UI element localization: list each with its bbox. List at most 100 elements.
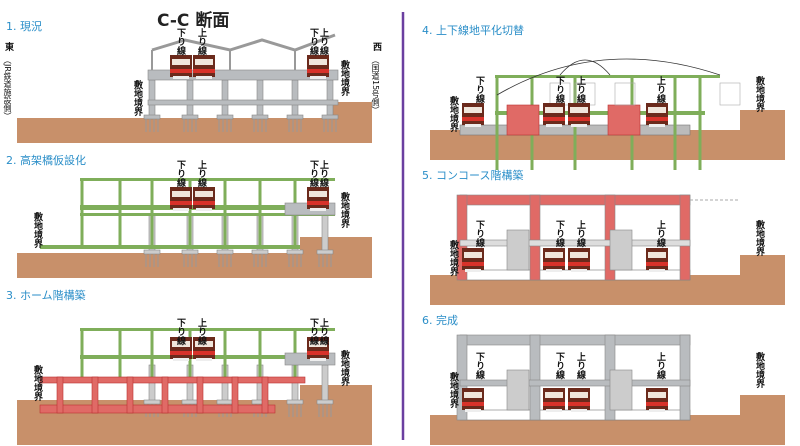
train-window <box>545 392 563 398</box>
temp-roof <box>495 75 720 78</box>
train-bumper <box>310 76 326 79</box>
temp-column <box>495 75 499 170</box>
pier <box>221 79 229 119</box>
p3-new-column <box>231 376 239 414</box>
train-window <box>195 191 213 197</box>
train-stripe <box>193 69 215 73</box>
train-stripe <box>543 262 565 266</box>
train-stripe <box>307 69 329 73</box>
train-bumper <box>465 124 481 127</box>
frame-column <box>456 334 468 421</box>
roof-slab <box>459 194 691 206</box>
train-window <box>464 252 482 258</box>
p5-boundary-left: 敷地境界 <box>448 240 458 276</box>
train-bumper <box>173 358 189 361</box>
train-bumper <box>546 124 562 127</box>
train-stripe <box>568 262 590 266</box>
footing <box>286 114 304 120</box>
train-window <box>648 392 666 398</box>
train-car <box>307 55 329 77</box>
train-stripe <box>462 117 484 121</box>
train-window <box>195 59 213 65</box>
train-window <box>545 252 563 258</box>
train-bumper <box>649 409 665 412</box>
frame-column <box>529 334 541 421</box>
p4-up-line-2: 上り線 <box>655 76 665 103</box>
train-car <box>462 103 484 125</box>
diagram-title: C-C 断面 <box>157 11 230 31</box>
pier <box>321 364 329 404</box>
p2-temp-column <box>223 178 227 248</box>
p3-temp-column <box>258 328 262 378</box>
shift-arrow <box>559 59 611 76</box>
p2-temp-column <box>258 178 262 248</box>
p1-boundary-left: 敷地境界 <box>132 80 142 116</box>
train-bumper <box>571 269 587 272</box>
train-car <box>462 388 484 410</box>
footing <box>316 399 334 405</box>
ground-raised <box>740 255 785 275</box>
p6-up-line: 上り線 <box>575 352 585 379</box>
p5-up-line-2: 上り線 <box>655 220 665 247</box>
p4-up-line: 上り線 <box>575 76 585 103</box>
train-stripe <box>646 262 668 266</box>
p1-up-line-2: 上り線 <box>318 28 328 55</box>
step-3-label: 3. ホーム階構築 <box>6 289 86 302</box>
footing <box>143 399 161 405</box>
train-car <box>462 248 484 270</box>
train-bumper <box>310 208 326 211</box>
p2-up-line-2: 上り線 <box>318 160 328 187</box>
train-bumper <box>571 124 587 127</box>
footing <box>216 249 234 255</box>
p3-new-column <box>126 376 134 414</box>
p3-ground-raised <box>300 385 372 401</box>
p2-ground-raised <box>300 237 372 253</box>
east-note: （JR鉄道施設側） <box>3 56 12 120</box>
p3-new-column <box>196 376 204 414</box>
p3-new-column <box>56 376 64 414</box>
footing <box>251 249 269 255</box>
shift-arrow <box>496 58 721 96</box>
step-2-label: 2. 高架橋仮設化 <box>6 154 86 167</box>
temp-column <box>673 75 677 170</box>
train-car <box>568 388 590 410</box>
roof-slab <box>459 334 691 346</box>
p2-temp-column <box>150 178 154 248</box>
p3-up-line-2: 上り線 <box>318 318 328 345</box>
p3-boundary-left: 敷地境界 <box>32 365 42 401</box>
train-car <box>543 248 565 270</box>
train-window <box>464 392 482 398</box>
footing <box>316 249 334 255</box>
step-1-label: 1. 現況 <box>6 20 42 33</box>
p3-temp-column <box>223 328 227 378</box>
train-stripe <box>193 201 215 205</box>
p3-new-column <box>161 376 169 414</box>
train-stripe <box>307 351 329 355</box>
east-label: 東 <box>3 42 13 51</box>
train-bumper <box>649 124 665 127</box>
p3-temp-column <box>118 328 122 378</box>
stair-new <box>607 104 641 136</box>
p3-new-platform-slab <box>39 376 306 384</box>
stair-new <box>506 104 540 136</box>
p2-temp-roof <box>80 178 335 181</box>
footing <box>321 114 339 120</box>
footing <box>286 249 304 255</box>
train-bumper <box>196 208 212 211</box>
train-ghost <box>719 82 741 106</box>
train-window <box>309 191 327 197</box>
p2-temp-column <box>118 178 122 248</box>
train-car <box>646 388 668 410</box>
p2-down-line-2: 下り線 <box>308 160 318 187</box>
p2-temp-deck-lower <box>80 213 335 216</box>
footing <box>143 249 161 255</box>
train-stripe <box>646 402 668 406</box>
train-bumper <box>310 358 326 361</box>
p1-boundary-right: 敷地境界 <box>339 60 349 96</box>
train-car <box>193 187 215 209</box>
train-stripe <box>568 117 590 121</box>
concourse-slab <box>459 239 691 247</box>
p2-ground <box>17 253 372 278</box>
p2-down-line: 下り線 <box>175 160 185 187</box>
